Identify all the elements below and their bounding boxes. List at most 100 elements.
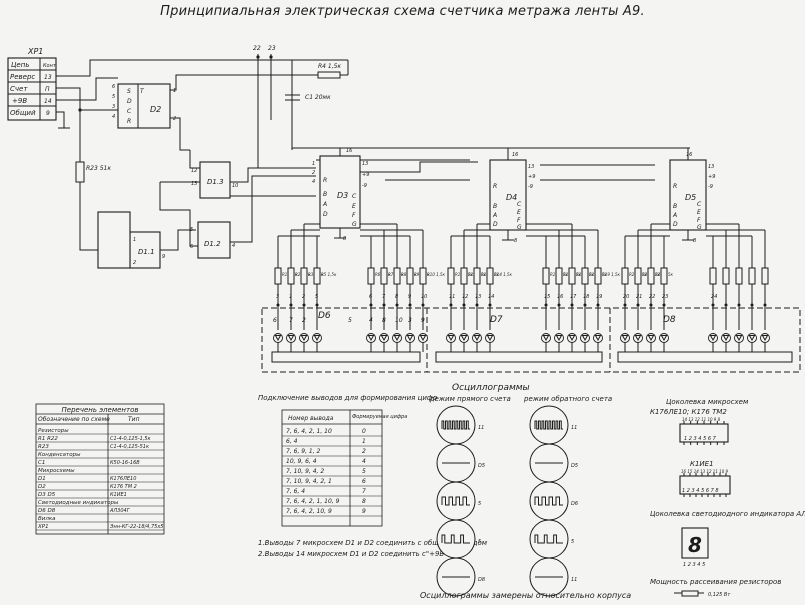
resistor [581,267,589,285]
pinout-k1ie1: К1ИЕ1 16 15 14 13 12 11 10 9 1 2 3 4 5 6… [679,460,731,495]
parts-list-type: К176ЛЕ10 [110,476,136,482]
junction-dot [395,303,399,307]
resistor-label: R14 1,5к [494,272,513,277]
parts-list-type: С1-4-0,125-1,5к [110,436,151,442]
connector-row-label: Цепь [11,61,29,69]
d2-label: D2 [150,105,161,114]
pinout-title: Цоколевка микросхем [666,398,749,406]
junction-dot [289,303,293,307]
led-symbol [647,335,655,342]
scope-label: 11 [571,425,577,431]
junction-dot [737,303,741,307]
led-symbol [486,335,494,342]
resistor [406,267,414,285]
led-segment [446,333,456,343]
pin-map-pins: 7, 6, 4, 2, 1, 10 [286,428,332,435]
parts-list-ref: Микросхемы [38,468,75,474]
led-symbol [581,335,589,342]
waveform [534,496,563,506]
d5-pin: 13 [708,164,714,170]
led-symbol [634,335,642,342]
svg-text:T: T [140,88,145,95]
led-segment [366,333,376,343]
pin-map-pins: 10, 9, 6, 4 [286,458,317,465]
pin-map-header-digit: Формируемая цифра [352,414,407,420]
svg-text:6: 6 [190,244,193,250]
led-symbol [473,335,481,342]
svg-text:6: 6 [112,84,115,90]
column-number: 16 [557,294,563,300]
column-number: 9 [408,294,411,300]
waveform [534,420,563,430]
d3-pin: E [352,203,356,210]
pinout-led-title: Цоколевка светодиодного индикатора АЛ304… [650,510,805,518]
oscillograms-title: Осциллограммы [452,383,530,393]
column-number: 21 [636,294,642,300]
pinout-subtitle: К176ЛЕ10; К176 ТМ2 [650,408,727,416]
page-title: Принципиальная электрическая схема счетч… [160,4,645,19]
chip-d1-1: D1.1 1 2 9 [97,211,196,269]
resistor [568,267,576,285]
column-number: 12 [462,294,468,300]
led-segment [721,333,731,343]
column-number: 3 [276,294,279,300]
column-number: 22 [649,294,655,300]
parts-list-ref: D2 [38,484,46,490]
segment-pin-label: 4 [369,317,373,324]
led-symbol [735,335,743,342]
column-number: 20 [623,294,629,300]
junction-dot [544,303,548,307]
parts-list-type: АЛ304Г [109,508,131,514]
resistor-label: R5 1,5к [321,272,337,277]
segment-pin-label: 3 [408,317,412,324]
junction-dot [763,303,767,307]
column-number: 10 [421,294,427,300]
parts-list-ref: R23 [38,444,49,450]
resistor [393,267,401,285]
svg-text:1: 1 [133,237,136,243]
d3-pin: G [352,221,357,228]
led-symbol [594,335,602,342]
led-symbol [722,335,730,342]
svg-text:R: R [127,118,131,125]
resistor-label: R10 1,5к [427,272,446,277]
led-segment [646,333,656,343]
svg-text:C: C [127,108,132,115]
resistor-power-value: 0,125 Вт [708,592,731,598]
resistor [287,267,295,285]
note-2: 2.Выводы 14 микросхем D1 и D2 соединить … [258,550,444,558]
led-symbol [313,335,321,342]
scope-circle [436,519,476,559]
resistor-power: Мощность рассеивания резисторов 0,125 Вт [650,578,781,598]
svg-text:1: 1 [173,88,176,94]
connector-wires [56,59,300,251]
oscillograms-right-header: режим обратного счета [523,395,612,403]
d4-pin: B [493,203,497,210]
junction-dot [382,303,386,307]
junction-dot [421,303,425,307]
resistor [447,267,455,285]
pin-map-pins: 7, 6, 4 [286,488,305,495]
junction-dot [557,303,561,307]
resistor [313,267,321,285]
led-segment [485,333,495,343]
chip-d1-3: D1.3 12 13 10 [160,150,316,199]
junction-dot [302,303,306,307]
d5-pin: B [673,203,677,210]
led-symbol [367,335,375,342]
d5-pin: G [697,224,702,231]
d5-pin-bottom: 8 [693,238,696,244]
column-number: 17 [570,294,577,300]
led-symbol [300,335,308,342]
svg-text:2: 2 [133,260,136,266]
parts-list-type: К176 ТМ 2 [110,484,137,490]
led-segment [593,333,603,343]
d4-pin: D [493,221,498,228]
junction-dot [570,303,574,307]
c1-label: C1 20мк [305,94,331,101]
svg-text:5: 5 [190,227,193,233]
rc-network: R4 1,5к C1 20мк [285,59,349,149]
column-number: 7 [382,294,386,300]
junction-dot [649,303,653,307]
